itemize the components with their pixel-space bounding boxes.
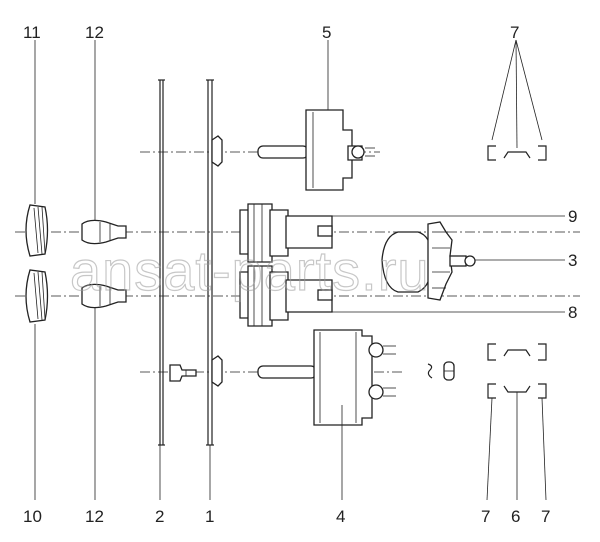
lamp-holder-9: [239, 203, 333, 263]
label-5: 5: [322, 23, 331, 42]
switch-4: [257, 329, 396, 426]
label-1: 1: [205, 507, 214, 526]
label-12-top: 12: [85, 23, 104, 42]
clip-set-upper: [487, 145, 547, 161]
lamp-holder-8: [239, 265, 333, 327]
spring-and-nut: [427, 361, 455, 381]
rotary-knob-3: [381, 221, 476, 301]
label-12-bottom: 12: [85, 507, 104, 526]
label-7-left: 7: [481, 507, 490, 526]
watermark-text: ansat-parts.ru: [70, 239, 430, 302]
label-2: 2: [155, 507, 164, 526]
knob-cap-10: [25, 269, 49, 323]
bulb-12-lower: [81, 283, 127, 309]
label-9: 9: [568, 207, 577, 226]
clip-set-middle: [487, 343, 547, 361]
label-7-right: 7: [541, 507, 550, 526]
part-labels: 11 12 5 7 9 3 8 10 12 2 1 4 7 6 7: [23, 23, 577, 526]
label-8: 8: [568, 303, 577, 322]
rod-2: [158, 79, 197, 446]
switch-5: [257, 109, 375, 191]
label-3: 3: [568, 251, 577, 270]
leader-lines: [34, 39, 565, 501]
label-7-top: 7: [510, 23, 519, 42]
label-4: 4: [336, 507, 345, 526]
bulb-12-upper: [81, 219, 127, 245]
label-6: 6: [511, 507, 520, 526]
knob-cap-11: [25, 204, 49, 257]
label-11: 11: [23, 23, 41, 42]
label-10: 10: [23, 507, 42, 526]
